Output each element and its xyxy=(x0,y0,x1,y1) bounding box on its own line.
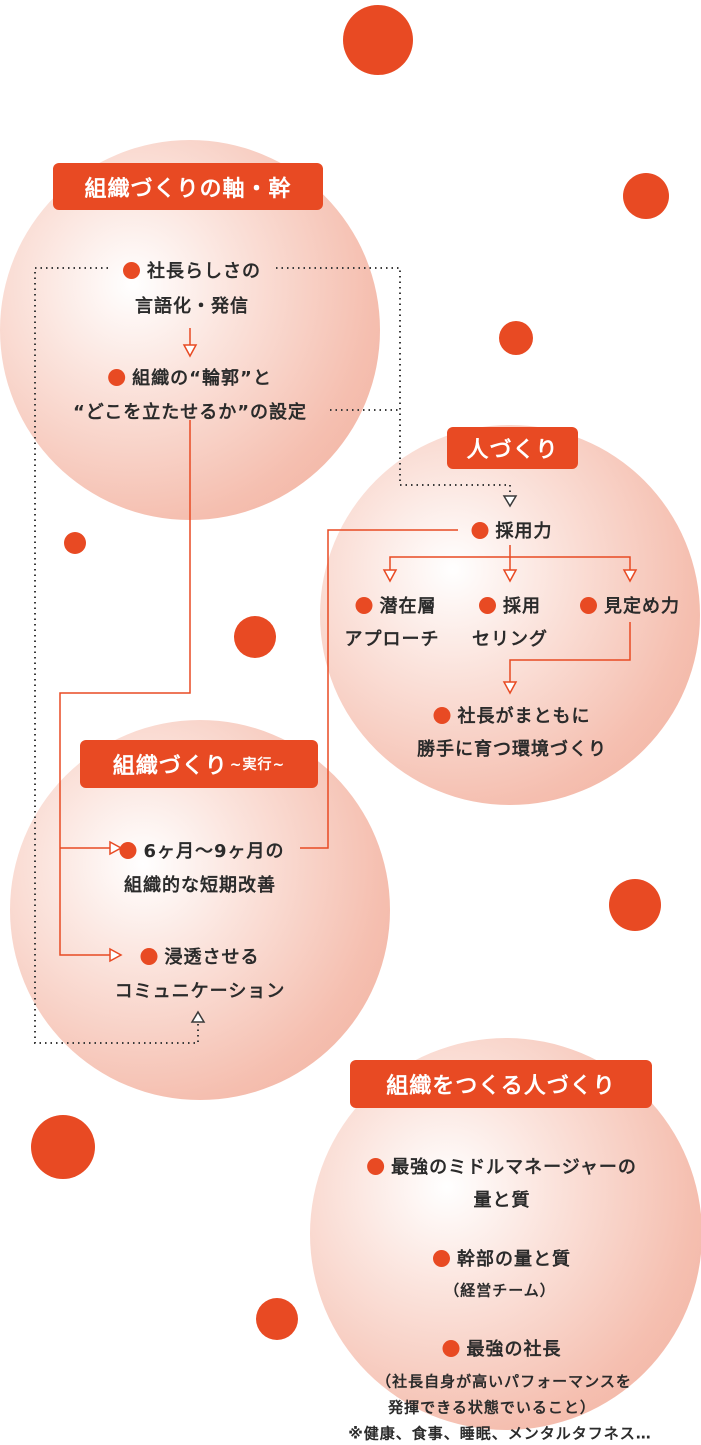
bullet-icon xyxy=(442,1340,460,1357)
pfo-item1: 最強のミドルマネージャーの xyxy=(367,1153,637,1179)
pfo-item3-line2: （社長自身が高いパフォーマンスを xyxy=(376,1372,632,1391)
title-people: 人づくり xyxy=(447,427,578,469)
people-recruit-text: 採用力 xyxy=(495,521,553,542)
decor-dot xyxy=(343,5,413,75)
pfo-item2-line2: （経営チーム） xyxy=(444,1281,556,1300)
title-execution-sub: ~実行~ xyxy=(229,757,286,773)
bullet-icon xyxy=(471,522,489,539)
axis-item2-line1: 組織の“輪郭”と xyxy=(132,368,272,389)
bullet-icon xyxy=(367,1158,385,1175)
pfo-item3: 最強の社長 xyxy=(442,1335,562,1361)
pfo-item3-line1: 最強の社長 xyxy=(466,1339,562,1360)
bullet-icon xyxy=(140,948,158,965)
exec-item1-line2: 組織的な短期改善 xyxy=(124,875,276,896)
axis-item2-line2: “どこを立たせるか”の設定 xyxy=(72,402,308,423)
decor-dot xyxy=(623,173,669,219)
pfo-item1-line1: 最強のミドルマネージャーの xyxy=(391,1157,637,1178)
bullet-icon xyxy=(433,707,451,724)
people-assess: 見定め力 xyxy=(580,592,680,618)
people-latent-line1: 潜在層 xyxy=(379,596,437,617)
people-recruit: 採用力 xyxy=(471,517,553,543)
bullet-icon xyxy=(479,597,496,614)
people-latent: 潜在層 xyxy=(355,592,437,618)
title-people-for-org: 組織をつくる人づくり xyxy=(350,1060,652,1108)
bullet-icon xyxy=(108,369,126,386)
dotted-connectors xyxy=(34,267,511,1044)
exec-item2-line1: 浸透させる xyxy=(164,947,260,968)
title-execution-text: 組織づくり xyxy=(112,754,228,779)
pfo-item1-line2: 量と質 xyxy=(473,1190,531,1211)
pfo-item2: 幹部の量と質 xyxy=(433,1245,571,1271)
solid-connectors xyxy=(59,328,631,956)
people-selling: 採用 xyxy=(479,592,541,618)
pfo-item3-line4: ※健康、食事、睡眠、メンタルタフネス… xyxy=(348,1424,652,1443)
axis-item1-line1: 社長らしさの xyxy=(147,261,261,282)
exec-item1-line1: 6ヶ月〜9ヶ月の xyxy=(143,841,285,862)
people-selling-line1: 採用 xyxy=(503,596,541,617)
people-latent-line2: アプローチ xyxy=(344,629,440,650)
exec-item1: 6ヶ月〜9ヶ月の xyxy=(119,837,284,863)
pfo-item2-line1: 幹部の量と質 xyxy=(457,1249,571,1270)
bullet-icon xyxy=(580,597,597,614)
axis-item1-line2: 言語化・発信 xyxy=(135,296,249,317)
decor-dot xyxy=(64,532,86,554)
arrow-heads xyxy=(109,344,638,963)
bullet-icon xyxy=(355,597,373,614)
exec-item2: 浸透させる xyxy=(140,943,260,969)
title-people-text: 人づくり xyxy=(466,438,559,463)
people-assess-text: 見定め力 xyxy=(604,596,680,617)
people-env-line1: 社長がまともに xyxy=(457,706,591,727)
decor-dot xyxy=(499,321,533,355)
people-env: 社長がまともに xyxy=(433,702,591,728)
bullet-icon xyxy=(433,1250,450,1267)
decor-dot xyxy=(234,616,276,658)
bullet-icon xyxy=(123,262,140,279)
axis-item2: 組織の“輪郭”と xyxy=(108,364,272,390)
axis-item1: 社長らしさの xyxy=(123,257,261,283)
title-axis-text: 組織づくりの軸・幹 xyxy=(84,176,292,202)
people-selling-line2: セリング xyxy=(472,629,548,650)
bullet-icon xyxy=(119,842,137,859)
decor-dot xyxy=(256,1298,298,1340)
pfo-item3-line3: 発揮できる状態でいること） xyxy=(388,1398,596,1417)
exec-item2-line2: コミュニケーション xyxy=(114,981,286,1002)
title-axis: 組織づくりの軸・幹 xyxy=(53,163,323,210)
decor-dot xyxy=(31,1115,95,1179)
people-env-line2: 勝手に育つ環境づくり xyxy=(417,739,607,760)
decor-dot xyxy=(609,879,661,931)
title-people-for-org-text: 組織をつくる人づくり xyxy=(386,1074,616,1099)
circle-people xyxy=(320,425,700,805)
title-execution: 組織づくり~実行~ xyxy=(80,740,318,788)
